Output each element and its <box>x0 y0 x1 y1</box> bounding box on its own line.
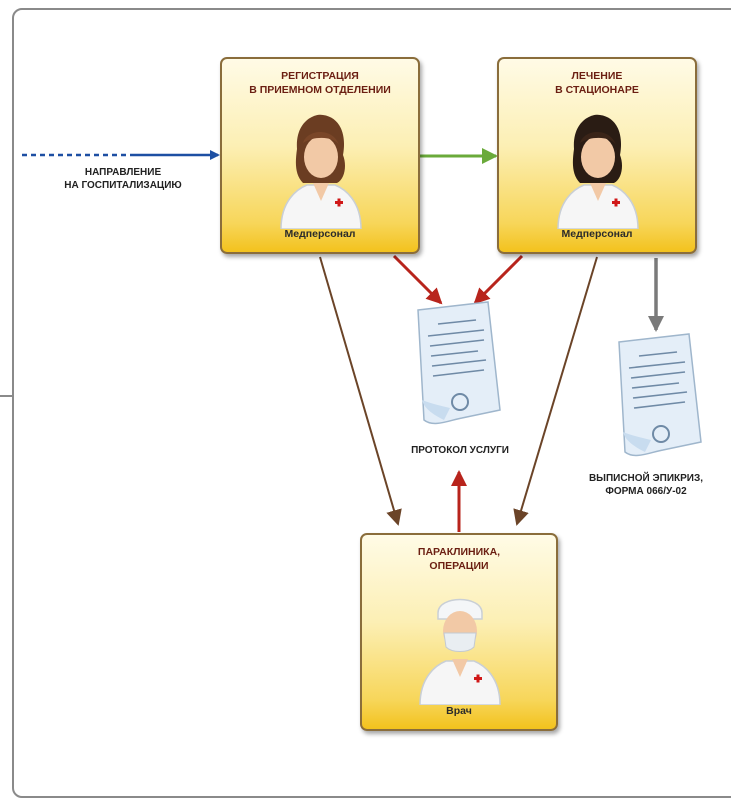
service-arrow-left <box>319 256 402 526</box>
treatment-card[interactable]: ЛЕЧЕНИЕ В СТАЦИОНАРЕ Медперсонал <box>497 57 697 254</box>
treatment-card-title: ЛЕЧЕНИЕ В СТАЦИОНАРЕ <box>499 69 695 97</box>
nurse-avatar-icon <box>280 114 362 229</box>
document-icon <box>417 301 501 425</box>
referral-label-line2: НА ГОСПИТАЛИЗАЦИЮ <box>64 180 182 191</box>
paraclinic-card-role: Врач <box>446 705 472 717</box>
protocol-arrow-left <box>392 254 443 305</box>
connector-layer <box>22 148 664 532</box>
treatment-card-role: Медперсонал <box>561 228 633 240</box>
paraclinic-card-title: ПАРАКЛИНИКА, ОПЕРАЦИИ <box>362 545 556 573</box>
registration-card-role: Медперсонал <box>284 228 356 240</box>
discharge-label-line2: ФОРМА 066/У-02 <box>605 486 687 497</box>
paraclinic-title-line2: ОПЕРАЦИИ <box>429 560 489 572</box>
treatment-title-line1: ЛЕЧЕНИЕ <box>571 70 623 82</box>
doctor-avatar-icon <box>419 598 501 705</box>
treatment-title-line2: В СТАЦИОНАРЕ <box>555 84 639 96</box>
discharge-label-line1: ВЫПИСНОЙ ЭПИКРИЗ, <box>588 473 704 484</box>
paraclinic-card[interactable]: ПАРАКЛИНИКА, ОПЕРАЦИИ Врач <box>360 533 558 731</box>
referral-label-line1: НАПРАВЛЕНИЕ <box>84 167 162 178</box>
registration-title-line1: РЕГИСТРАЦИЯ <box>281 70 359 82</box>
document-icon <box>618 333 702 457</box>
frame-connector <box>0 395 12 397</box>
referral-label: НАПРАВЛЕНИЕ НА ГОСПИТАЛИЗАЦИЮ <box>48 166 198 192</box>
discharge-label: ВЫПИСНОЙ ЭПИКРИЗ, ФОРМА 066/У-02 <box>566 472 726 498</box>
service-arrow-right <box>513 256 598 526</box>
registration-card[interactable]: РЕГИСТРАЦИЯ В ПРИЕМНОМ ОТДЕЛЕНИИ Медперс… <box>220 57 420 254</box>
nurse-avatar-icon <box>557 114 639 229</box>
paraclinic-title-line1: ПАРАКЛИНИКА, <box>417 546 501 558</box>
protocol-label: ПРОТОКОЛ УСЛУГИ <box>411 445 509 456</box>
protocol-arrow-right <box>473 254 524 305</box>
registration-card-title: РЕГИСТРАЦИЯ В ПРИЕМНОМ ОТДЕЛЕНИИ <box>222 69 418 97</box>
registration-title-line2: В ПРИЕМНОМ ОТДЕЛЕНИИ <box>249 84 391 96</box>
